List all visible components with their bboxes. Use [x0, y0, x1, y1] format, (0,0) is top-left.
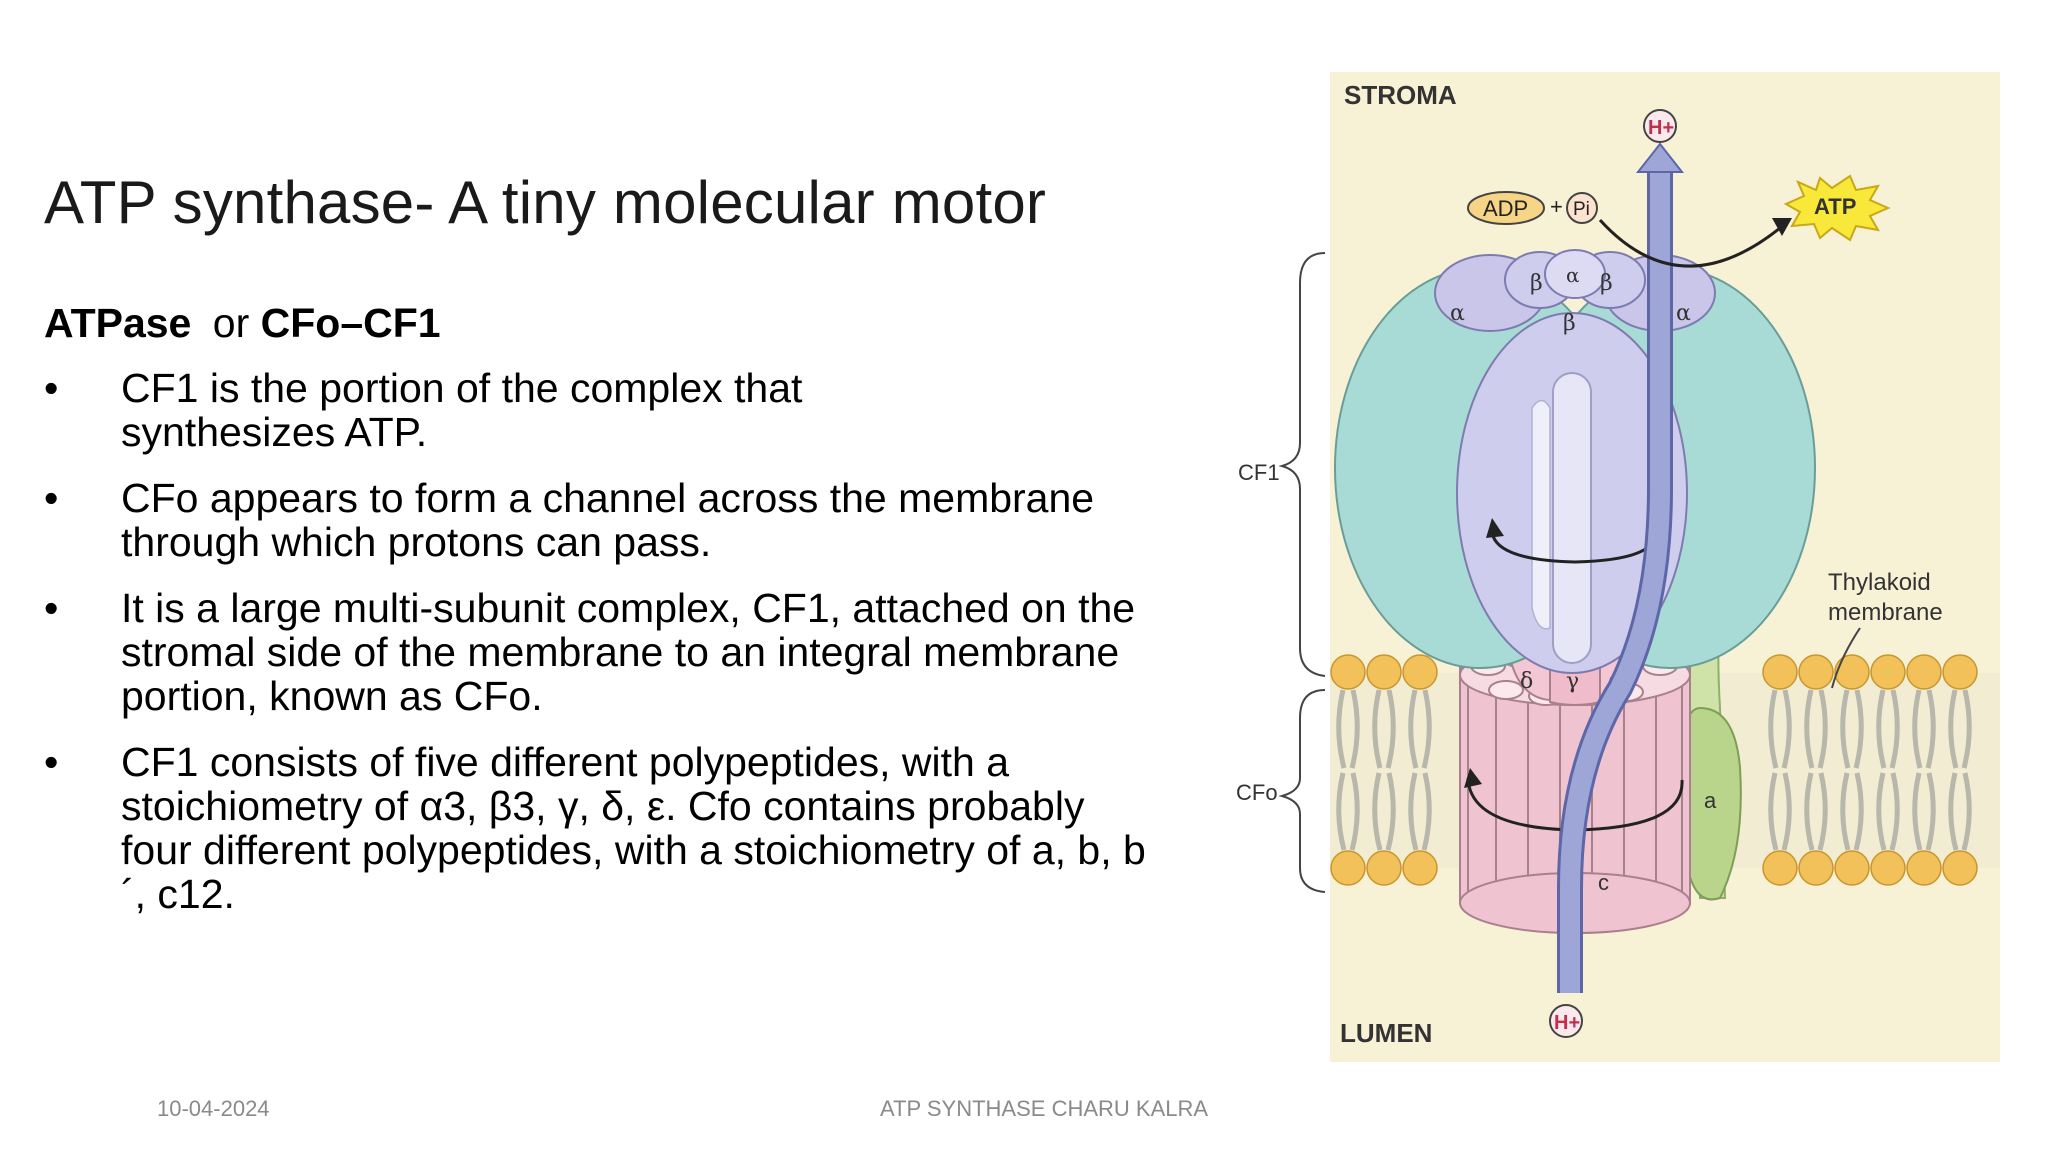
lipid-head: [1834, 654, 1870, 690]
proton-arrowhead: [1635, 142, 1685, 173]
plus-sign: +: [1550, 194, 1563, 219]
lipid-head: [1798, 654, 1834, 690]
lipid-head: [1870, 654, 1906, 690]
cfo-bracket: [1278, 689, 1326, 893]
c-rotation-arrowhead: [1464, 768, 1482, 788]
bullet-dot: •: [44, 475, 59, 521]
h-plus-lumen: H+: [1554, 1012, 1580, 1034]
bullet-text: CFo appears to form a channel across the…: [121, 475, 1095, 565]
lipid-tail: [1912, 689, 1936, 769]
lipid-tail: [1948, 689, 1972, 769]
lipid-head: [1366, 850, 1402, 886]
lipid-heads: [1330, 654, 1978, 886]
footer-date: 10-04-2024: [157, 1096, 270, 1121]
lipid-tail: [1840, 772, 1864, 851]
alpha-label-top: α: [1566, 263, 1580, 287]
lipid-head: [1942, 850, 1978, 886]
lipid-tails: [1336, 689, 1972, 851]
lipid-tail: [1408, 689, 1432, 769]
lipid-head: [1762, 654, 1798, 690]
adp-icon: [1467, 191, 1545, 225]
bullet-list: • CF1 is the portion of the complex that…: [44, 366, 1164, 938]
subheading-atpase: ATPase: [44, 300, 192, 346]
lipid-tail: [1336, 689, 1360, 769]
cfo-label: CFo: [1236, 780, 1278, 805]
lumen-label: LUMEN: [1340, 1018, 1432, 1048]
bullet-item: • CF1 consists of five different polypep…: [44, 740, 1161, 916]
lipid-head: [1330, 850, 1366, 886]
atp-synthase-figure: CF1 CFo STROMA LUMEN b a c: [1220, 68, 2020, 1068]
footer-title: ATP SYNTHASE CHARU KALRA: [880, 1096, 1209, 1121]
lipid-tail: [1876, 772, 1900, 851]
lipid-tail: [1804, 772, 1828, 851]
atp-burst-icon: [1783, 174, 1891, 242]
atp-label: ATP: [1814, 194, 1856, 219]
beta-label-center: β: [1563, 311, 1576, 336]
delta-label: δ: [1520, 669, 1533, 694]
thylakoid-label-line1: Thylakoid: [1828, 569, 1931, 596]
lipid-tail: [1372, 689, 1396, 769]
lipid-tail: [1876, 689, 1900, 769]
synthesis-arrow: [1598, 218, 1781, 268]
bullet-dot: •: [44, 365, 59, 411]
bullet-text: CF1 is the portion of the complex that s…: [121, 365, 803, 455]
lipid-head: [1366, 654, 1402, 690]
subheading-cfo-cf1: CFo–CF1: [260, 300, 441, 346]
pi-icon: [1566, 192, 1598, 224]
h-plus-stroma: H+: [1648, 117, 1674, 139]
lipid-tail: [1804, 689, 1828, 769]
a-label: a: [1704, 788, 1717, 813]
lipid-tail: [1948, 772, 1972, 851]
f1-rotation-arrowhead: [1486, 518, 1504, 538]
subheading-connector: or: [212, 300, 250, 346]
h-plus-lumen-icon: [1549, 1004, 1583, 1038]
thylakoid-label-line2: membrane: [1828, 599, 1943, 626]
adp-label: ADP: [1483, 196, 1528, 221]
synthesis-arrowhead: [1772, 218, 1792, 236]
gamma-shaft-shadow: [1531, 399, 1551, 630]
bullet-text: It is a large multi-subunit complex, CF1…: [121, 585, 1136, 719]
proton-path: [1560, 168, 1670, 993]
h-plus-stroma-icon: [1643, 109, 1677, 143]
bullet-dot: •: [44, 739, 59, 785]
alpha-label-left: α: [1450, 301, 1465, 326]
gamma-shaft: [1552, 372, 1592, 664]
bullet-dot: •: [44, 585, 59, 631]
bullet-item: • CF1 is the portion of the complex that…: [44, 366, 1001, 454]
alpha-label-right: α: [1676, 301, 1691, 326]
bullet-text: CF1 consists of five different polypepti…: [121, 739, 1146, 917]
lipid-head: [1762, 850, 1798, 886]
lipid-tail: [1768, 689, 1792, 769]
slide-title: ATP synthase- A tiny molecular motor: [44, 169, 1047, 236]
beta-label-top-right: β: [1600, 271, 1613, 296]
lipid-tail: [1336, 772, 1360, 851]
lipid-tail: [1408, 772, 1432, 851]
lipid-head: [1402, 850, 1438, 886]
stroma-label: STROMA: [1344, 80, 1457, 110]
lipid-tail: [1768, 772, 1792, 851]
lipid-head: [1906, 654, 1942, 690]
atp-synthase-diagram: CF1 CFo STROMA LUMEN b a c: [1236, 72, 2000, 1062]
thylakoid-pointer-line: [1831, 627, 1861, 689]
lipid-tail: [1912, 772, 1936, 851]
slide-subheading: ATPase or CFo–CF1: [44, 300, 441, 347]
pi-label: Pi: [1573, 199, 1590, 220]
cf1-label: CF1: [1238, 460, 1280, 485]
beta-label-top-left: β: [1530, 271, 1543, 296]
lipid-tail: [1372, 772, 1396, 851]
cf1-bracket: [1278, 252, 1326, 677]
c-label: c: [1598, 870, 1609, 895]
lipid-head: [1906, 850, 1942, 886]
bullet-item: • CFo appears to form a channel across t…: [44, 476, 1141, 564]
lipid-head: [1834, 850, 1870, 886]
lipid-head: [1870, 850, 1906, 886]
c-subunit-top: [1488, 680, 1524, 700]
gamma-label: γ: [1566, 669, 1579, 694]
lipid-head: [1942, 654, 1978, 690]
lipid-tail: [1840, 689, 1864, 769]
lipid-head: [1330, 654, 1366, 690]
lipid-head: [1798, 850, 1834, 886]
bullet-item: • It is a large multi-subunit complex, C…: [44, 586, 1181, 718]
lipid-head: [1402, 654, 1438, 690]
